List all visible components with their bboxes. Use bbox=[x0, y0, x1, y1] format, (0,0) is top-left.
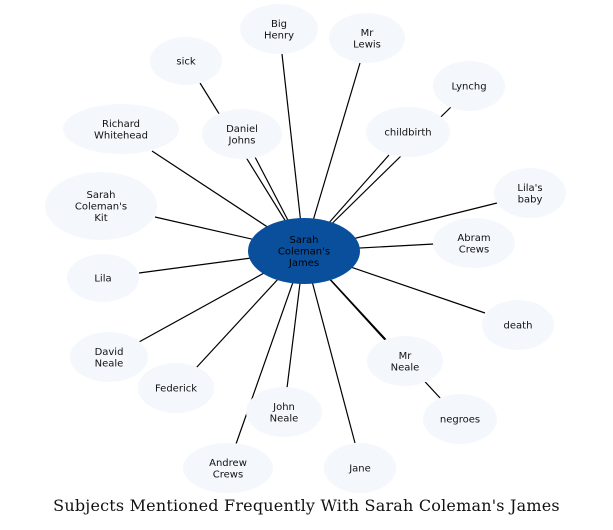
node-daniel-johns-label-line: Daniel bbox=[226, 124, 258, 135]
center-node-label-line: James bbox=[288, 258, 319, 269]
node-lilas-baby-label-line: Lila's bbox=[517, 183, 542, 194]
node-negroes: negroes bbox=[423, 394, 497, 444]
node-andrew-crews-label-line: Andrew bbox=[209, 458, 247, 469]
node-lila: Lila bbox=[67, 254, 139, 302]
node-death-label-line: death bbox=[504, 321, 533, 332]
node-ellipse bbox=[240, 4, 318, 54]
node-negroes-label-line: negroes bbox=[440, 415, 480, 426]
node-ellipse bbox=[324, 443, 396, 493]
node-mr-neale-label-line: Neale bbox=[391, 362, 420, 373]
node-lynchg-label-line: Lynchg bbox=[451, 82, 486, 93]
node-big-henry-label-line: Big bbox=[271, 19, 287, 30]
node-ellipse bbox=[183, 443, 273, 493]
node-big-henry-label-line: Henry bbox=[264, 30, 294, 41]
node-daniel-johns-label-line: Johns bbox=[228, 135, 256, 146]
node-federick-label-line: Federick bbox=[155, 384, 197, 395]
node-sick-label-line: sick bbox=[176, 57, 195, 68]
node-ellipse bbox=[67, 254, 139, 302]
node-john-neale-label-line: John bbox=[272, 402, 295, 413]
node-david-neale-label-line: David bbox=[95, 347, 124, 358]
node-abram-crews-label-line: Abram bbox=[457, 233, 490, 244]
node-ellipse bbox=[329, 13, 405, 63]
node-childbirth: childbirth bbox=[366, 107, 450, 157]
node-ellipse bbox=[45, 172, 157, 240]
node-sarah-colemans-kit-label-line: Kit bbox=[94, 213, 107, 224]
node-richard-whitehead-label-line: Richard bbox=[102, 119, 140, 130]
node-lilas-baby-label-line: baby bbox=[518, 194, 543, 205]
node-childbirth-label-line: childbirth bbox=[384, 128, 431, 139]
node-death: death bbox=[482, 300, 554, 350]
center-ellipse bbox=[248, 218, 360, 284]
node-mr-lewis-label-line: Lewis bbox=[353, 39, 381, 50]
node-ellipse bbox=[482, 300, 554, 350]
node-jane: Jane bbox=[324, 443, 396, 493]
node-john-neale-label-line: Neale bbox=[270, 413, 299, 424]
node-ellipse bbox=[63, 104, 179, 154]
node-richard-whitehead-label-line: Whitehead bbox=[94, 130, 148, 141]
node-ellipse bbox=[150, 37, 222, 85]
node-sick: sick bbox=[150, 37, 222, 85]
center-node-label-line: Coleman's bbox=[278, 247, 330, 258]
node-ellipse bbox=[433, 61, 505, 111]
node-ellipse bbox=[433, 218, 515, 268]
node-lila-label-line: Lila bbox=[94, 274, 111, 285]
node-ellipse bbox=[70, 332, 148, 382]
node-andrew-crews-label-line: Crews bbox=[213, 469, 243, 480]
node-ellipse bbox=[202, 109, 282, 159]
node-ellipse bbox=[366, 107, 450, 157]
node-ellipse bbox=[246, 387, 322, 437]
node-sarah-colemans-kit-label-line: Sarah bbox=[86, 190, 115, 201]
node-lynchg: Lynchg bbox=[433, 61, 505, 111]
node-abram-crews-label-line: Crews bbox=[459, 244, 489, 255]
node-ellipse bbox=[367, 336, 443, 386]
node-federick: Federick bbox=[138, 363, 214, 413]
node-mr-lewis-label-line: Mr bbox=[361, 28, 375, 39]
node-ellipse bbox=[423, 394, 497, 444]
node-sarah-colemans-kit-label-line: Coleman's bbox=[75, 202, 127, 213]
node-ellipse bbox=[494, 168, 566, 218]
center-node-label-line: Sarah bbox=[289, 235, 318, 246]
node-ellipse bbox=[138, 363, 214, 413]
node-mr-neale-label-line: Mr bbox=[399, 351, 413, 362]
diagram-caption: Subjects Mentioned Frequently With Sarah… bbox=[53, 496, 560, 515]
node-jane-label-line: Jane bbox=[348, 464, 371, 475]
node-david-neale-label-line: Neale bbox=[95, 358, 124, 369]
